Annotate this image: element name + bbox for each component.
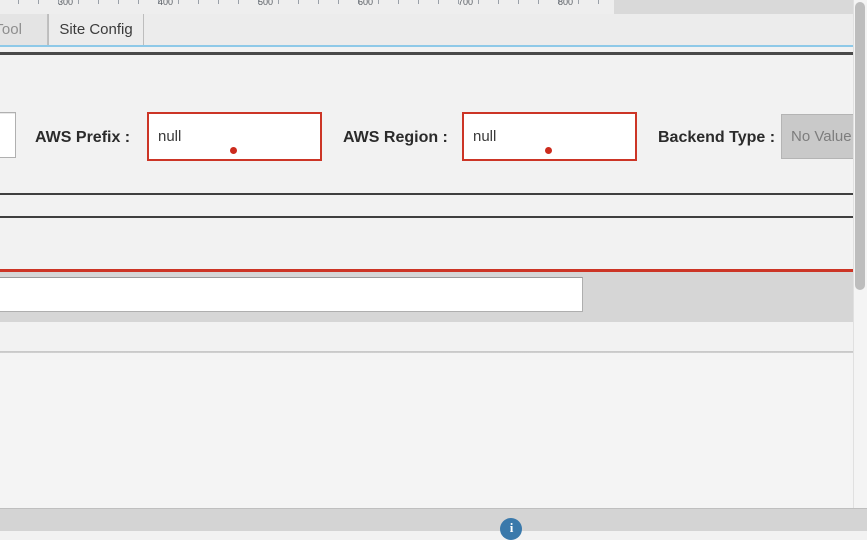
ruler-minor-tick xyxy=(18,0,19,4)
aws-region-label: AWS Region : xyxy=(343,129,448,146)
ruler-minor-tick xyxy=(298,0,299,4)
ruler-label: 300 xyxy=(58,0,74,7)
band-below-middle-divider xyxy=(0,218,853,269)
ruler-minor-tick xyxy=(498,0,499,4)
vertical-scrollbar-track[interactable] xyxy=(853,0,867,508)
aws-prefix-error-marker-icon xyxy=(230,147,237,154)
ruler-minor-tick xyxy=(218,0,219,4)
tab-bar: y Tool Site Config xyxy=(0,14,867,47)
ruler-minor-tick xyxy=(318,0,319,4)
horizontal-ruler: 300 400 500 600 700 800 xyxy=(0,0,867,14)
ruler-minor-tick xyxy=(198,0,199,4)
divider-red-alert xyxy=(0,269,853,272)
ruler-minor-tick xyxy=(358,0,359,4)
aws-prefix-input-value: null xyxy=(158,128,182,145)
ruler-minor-tick xyxy=(418,0,419,4)
ruler-track: 300 400 500 600 700 800 xyxy=(0,0,614,14)
ruler-minor-tick xyxy=(258,0,259,4)
backend-type-select[interactable]: No Value xyxy=(781,114,867,159)
ruler-minor-tick xyxy=(38,0,39,4)
backend-type-label: Backend Type : xyxy=(658,129,776,146)
site-config-form-panel: AWS Prefix : null AWS Region : null Back… xyxy=(0,55,867,195)
ruler-label: 800 xyxy=(558,0,574,7)
ruler-minor-tick xyxy=(578,0,579,4)
ruler-minor-tick xyxy=(78,0,79,4)
ruler-minor-tick xyxy=(58,0,59,4)
ruler-label: 500 xyxy=(258,0,274,7)
ruler-minor-tick xyxy=(598,0,599,4)
tab-site-config-label: Site Config xyxy=(59,21,133,38)
ruler-minor-tick xyxy=(98,0,99,4)
ruler-minor-tick xyxy=(378,0,379,4)
divider-middle xyxy=(0,216,853,218)
ruler-minor-tick xyxy=(338,0,339,4)
ruler-minor-tick xyxy=(518,0,519,4)
ruler-minor-tick xyxy=(538,0,539,4)
ruler-minor-tick xyxy=(458,0,459,4)
tab-previous-tool[interactable]: y Tool xyxy=(0,14,48,45)
ruler-minor-tick xyxy=(278,0,279,4)
ruler-minor-tick xyxy=(438,0,439,4)
tab-bar-separator xyxy=(0,52,867,55)
ruler-minor-tick xyxy=(178,0,179,4)
ruler-minor-tick xyxy=(478,0,479,4)
aws-region-error-marker-icon xyxy=(545,147,552,154)
ruler-minor-tick xyxy=(138,0,139,4)
ruler-minor-tick xyxy=(238,0,239,4)
ruler-label: 700 xyxy=(458,0,474,7)
band-between-dividers xyxy=(0,195,853,216)
aws-region-input-value: null xyxy=(473,128,497,145)
tab-site-config[interactable]: Site Config xyxy=(48,14,144,45)
ruler-label: 400 xyxy=(158,0,174,7)
ruler-inactive-region xyxy=(614,0,867,14)
ruler-minor-tick xyxy=(158,0,159,4)
ruler-minor-tick xyxy=(558,0,559,4)
aws-prefix-label: AWS Prefix : xyxy=(35,129,131,146)
lower-content-area xyxy=(0,353,853,508)
backend-type-select-value: No Value xyxy=(791,128,852,145)
tab-previous-tool-label: y Tool xyxy=(0,21,22,38)
vertical-scrollbar-thumb[interactable] xyxy=(855,2,865,290)
clipped-left-input[interactable] xyxy=(0,112,16,158)
wide-search-input[interactable] xyxy=(0,277,583,312)
ruler-label: 600 xyxy=(358,0,374,7)
ruler-minor-tick xyxy=(118,0,119,4)
divider-upper xyxy=(0,193,853,195)
band-below-search xyxy=(0,322,853,352)
ruler-minor-tick xyxy=(398,0,399,4)
info-circle-glyph: i xyxy=(509,520,514,535)
status-bar xyxy=(0,508,867,531)
